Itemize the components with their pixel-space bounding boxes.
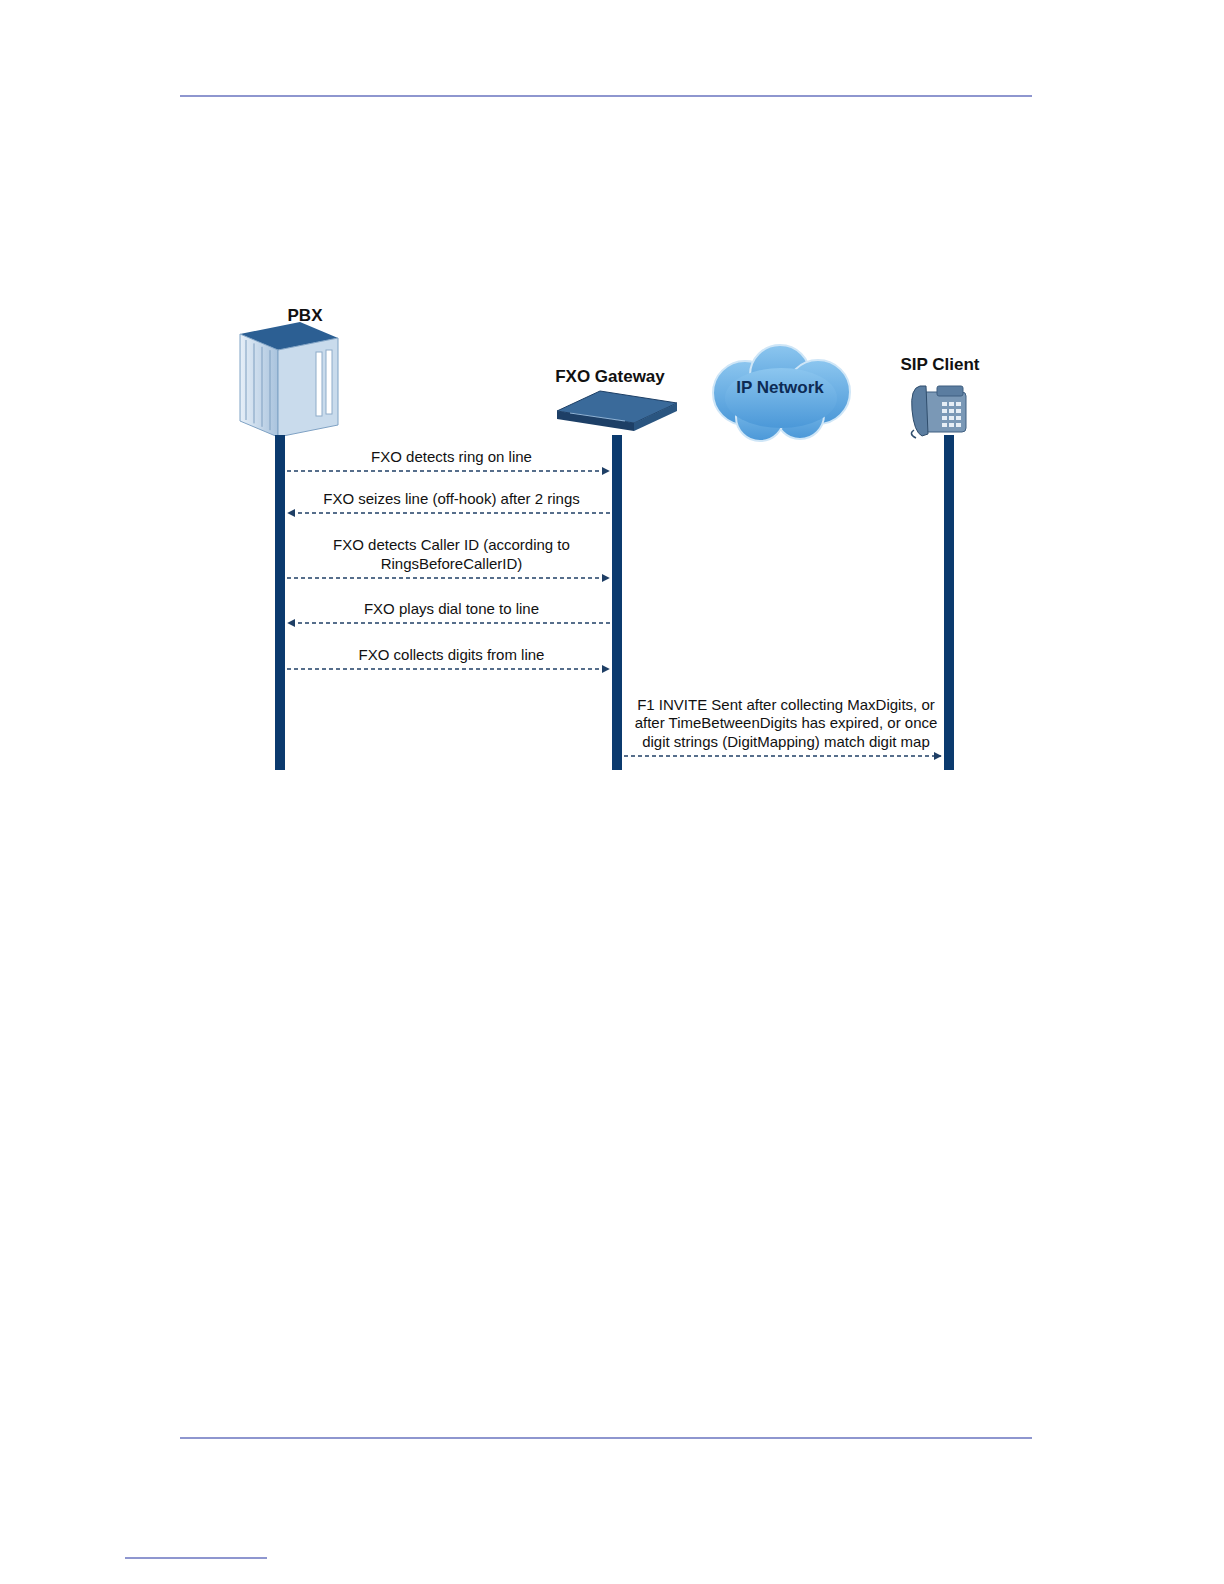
footer-rule [180, 1437, 1032, 1438]
participant-name: FXO Gateway [545, 367, 675, 387]
message-arrow [287, 470, 609, 471]
cloud-icon [713, 345, 850, 441]
message-arrow [288, 622, 610, 623]
cloud-node: IP Network [730, 378, 830, 398]
lifeline [612, 435, 622, 770]
participant-name: SIP Client [890, 355, 990, 375]
message-label: FXO detects ring on line [269, 448, 635, 467]
participant-name: IP Network [730, 378, 830, 398]
message-label: FXO plays dial tone to line [269, 600, 635, 619]
participant-node: SIP Client [890, 355, 990, 375]
footnote-rule [125, 1558, 267, 1559]
message-label: FXO detects Caller ID (according to Ring… [299, 536, 605, 573]
participant-name: PBX [255, 306, 355, 326]
pbx-icon [240, 322, 338, 437]
message-arrow [287, 577, 609, 578]
message-arrow [624, 755, 941, 756]
participant-node: FXO Gateway [545, 367, 675, 387]
header-rule [180, 95, 1032, 96]
lifeline [275, 435, 285, 770]
message-arrow [287, 668, 609, 669]
lifeline [944, 435, 954, 770]
gateway-icon [557, 391, 677, 431]
message-label: FXO collects digits from line [269, 646, 635, 665]
message-label: F1 INVITE Sent after collecting MaxDigit… [618, 696, 954, 752]
message-label: FXO seizes line (off-hook) after 2 rings [269, 490, 635, 509]
participant-node: PBX [255, 306, 355, 326]
phone-icon [911, 386, 966, 438]
message-arrow [288, 512, 610, 513]
